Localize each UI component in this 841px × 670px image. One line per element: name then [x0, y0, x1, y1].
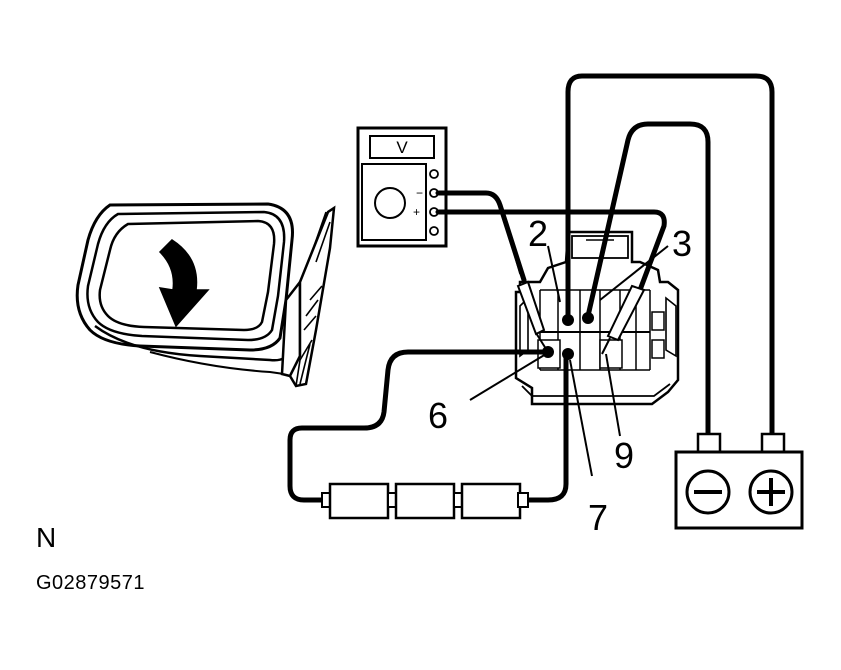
figure-code: G02879571 — [36, 572, 146, 594]
terminal-7 — [562, 348, 574, 360]
test-lamp-lead — [287, 349, 551, 503]
negative-battery-wire — [585, 121, 711, 438]
negative-sign: − — [416, 186, 423, 200]
mirror-assembly — [75, 202, 336, 388]
meter-positive-lead — [435, 209, 667, 293]
adjust-direction-arrow-icon — [158, 239, 210, 328]
pin-label-3: 3 — [672, 223, 692, 264]
pin-label-7: 7 — [588, 497, 608, 538]
meter-probes — [516, 280, 646, 355]
voltmeter-display-label: V — [396, 138, 408, 157]
pin-label-9: 9 — [614, 435, 634, 476]
mirror-connector — [514, 230, 680, 406]
meter-negative-lead — [435, 190, 527, 283]
meter-terminal — [429, 169, 439, 179]
meter-terminal — [429, 226, 439, 236]
leader-lines — [469, 245, 669, 477]
wiring — [287, 73, 775, 503]
pin-label-6: 6 — [428, 395, 448, 436]
test-lamp-icon — [321, 482, 529, 520]
terminal-3 — [582, 312, 594, 324]
test-lamp-return-lead — [521, 351, 569, 503]
voltmeter: V − + — [356, 126, 448, 248]
pin-label-2: 2 — [528, 213, 548, 254]
battery-icon — [674, 432, 804, 530]
view-letter: N — [36, 522, 57, 553]
positive-battery-wire — [565, 73, 775, 438]
terminal-2 — [562, 314, 574, 326]
positive-sign: + — [413, 205, 420, 219]
